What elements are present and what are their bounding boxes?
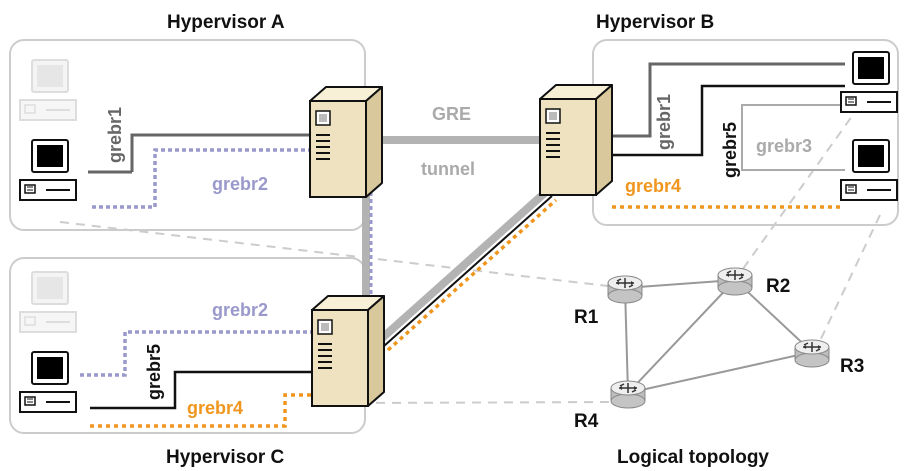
server-icon	[539, 84, 613, 196]
hypervisor-c-title: Hypervisor C	[166, 447, 285, 468]
bridge-label-c-grebr4: grebr4	[187, 398, 243, 418]
computer-icon	[19, 271, 77, 333]
computer-icon	[19, 351, 77, 413]
bridge-label-b-grebr1: grebr1	[654, 94, 674, 150]
bridge-label-b-grebr3: grebr3	[756, 136, 812, 156]
router-icon	[610, 380, 646, 409]
bridge-label-a-grebr2: grebr2	[212, 174, 268, 194]
computer-icon	[19, 59, 77, 121]
bridge-label-b-grebr5: grebr5	[720, 122, 740, 178]
router-icon	[607, 275, 643, 304]
computer-icon	[19, 139, 77, 201]
router-label-r2: R2	[766, 276, 790, 297]
hypervisor-c-links	[80, 330, 318, 428]
server-icon	[311, 295, 385, 407]
tunnel-label-gre: GRE	[432, 104, 471, 124]
server-icon	[309, 86, 383, 198]
router-icon	[794, 339, 830, 368]
computer-icon	[840, 51, 898, 113]
tunnel-label-tunnel: tunnel	[421, 159, 475, 179]
hypervisor-b-title: Hypervisor B	[596, 12, 714, 33]
topology-title: Logical topology	[617, 447, 769, 468]
bridge-label-b-grebr4: grebr4	[625, 176, 681, 196]
computer-icon	[840, 139, 898, 201]
router-label-r4: R4	[574, 411, 599, 432]
hypervisor-a-links	[88, 133, 315, 209]
bridge-label-a-grebr1: grebr1	[105, 107, 125, 163]
router-icon	[717, 267, 753, 296]
hypervisor-b-links	[610, 62, 845, 209]
router-label-r1: R1	[574, 307, 599, 328]
router-label-r3: R3	[840, 356, 864, 377]
bridge-label-c-grebr5: grebr5	[144, 344, 164, 400]
hypervisor-a-title: Hypervisor A	[167, 12, 285, 33]
mapping-links	[59, 104, 881, 404]
bridge-label-c-grebr2: grebr2	[212, 300, 268, 320]
